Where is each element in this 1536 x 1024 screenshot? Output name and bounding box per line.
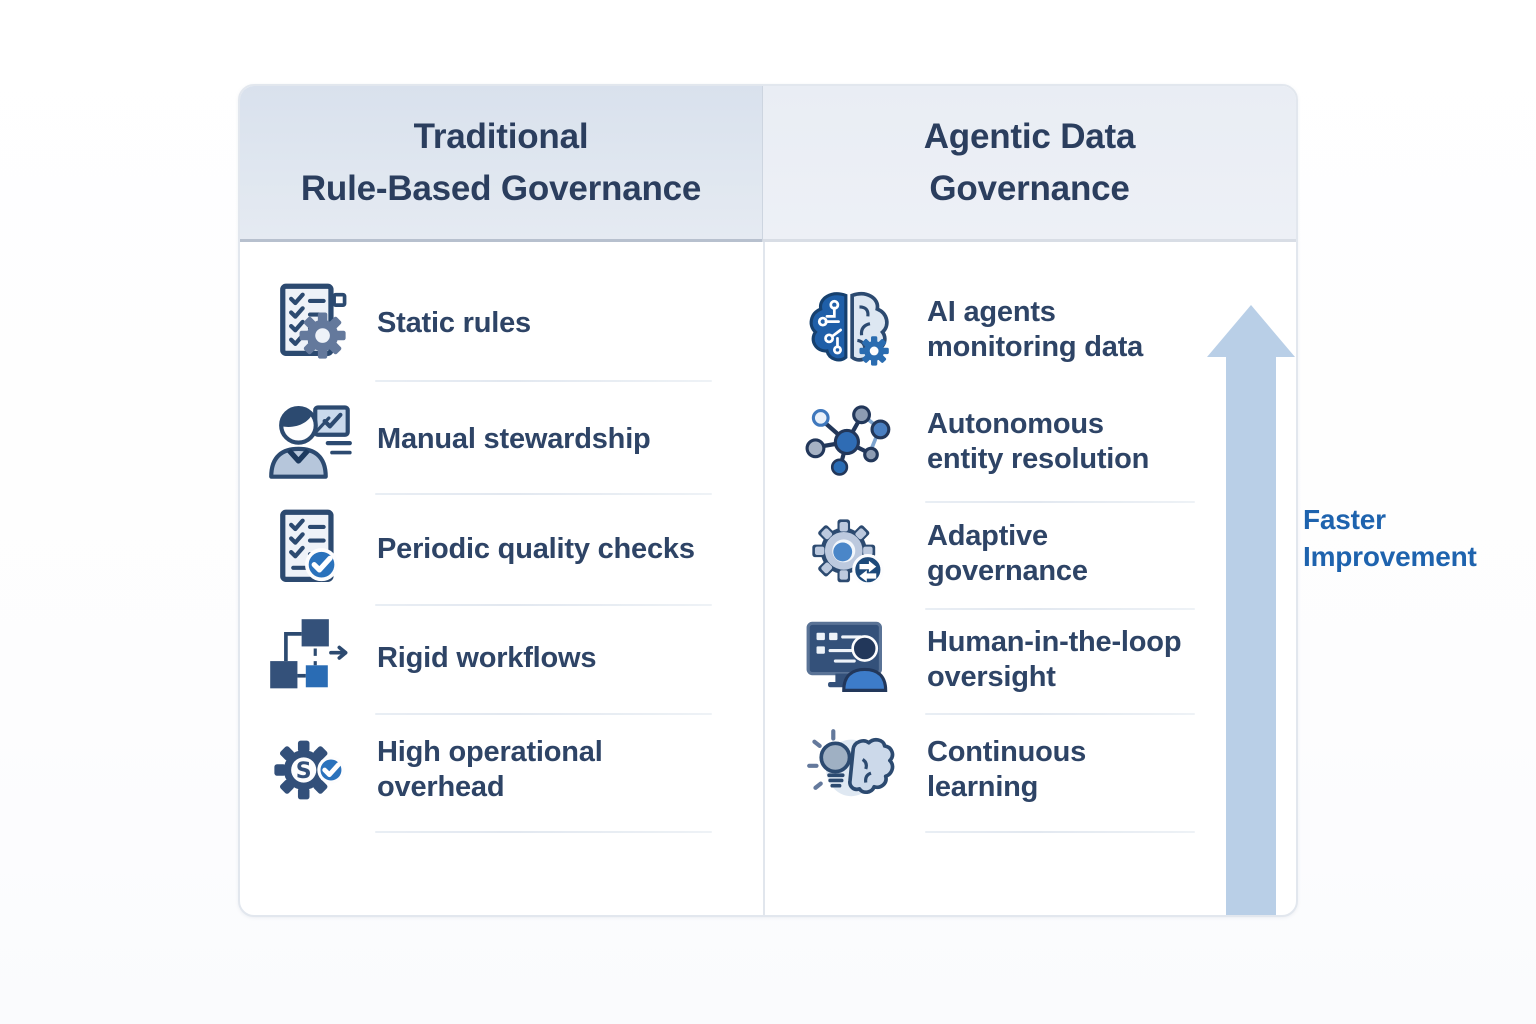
agentic-title: Agentic Data Governance: [923, 117, 1136, 208]
feature-item-ai-agents-monitoring: AI agents monitoring data: [801, 286, 1143, 374]
feature-item-autonomous-entity-resolution: Autonomous entity resolution: [801, 398, 1149, 486]
feature-item-high-operational-overhead: S High operational overhead: [266, 726, 603, 814]
item-label: Rigid workflows: [377, 642, 597, 675]
row-divider: [925, 608, 1195, 610]
comparison-card: Traditional Rule-Based Governance Agenti…: [238, 84, 1298, 917]
row-divider: [375, 380, 712, 382]
item-label: High operational overhead: [377, 735, 603, 803]
row-divider: [925, 713, 1195, 715]
feature-item-periodic-quality-checks: Periodic quality checks: [266, 506, 695, 594]
column-header-traditional: Traditional Rule-Based Governance: [240, 86, 763, 242]
row-divider: [375, 713, 712, 715]
checklist-check-icon: [266, 506, 354, 594]
column-header-agentic: Agentic Data Governance: [762, 86, 1296, 242]
feature-item-human-in-the-loop: Human-in-the-loop oversight: [801, 616, 1182, 704]
header-row: Traditional Rule-Based Governance Agenti…: [240, 86, 1296, 242]
adaptive-gear-icon: [801, 510, 897, 598]
svg-text:S: S: [296, 759, 312, 784]
item-label: Periodic quality checks: [377, 533, 695, 566]
workflow-icon: [266, 615, 354, 703]
item-label: Human-in-the-loop oversight: [927, 625, 1182, 693]
feature-item-rigid-workflows: Rigid workflows: [266, 615, 597, 703]
column-divider: [763, 242, 765, 915]
gear-cost-check-icon: S: [266, 726, 354, 814]
person-tablet-icon: [266, 396, 354, 484]
item-label: AI agents monitoring data: [927, 295, 1144, 363]
item-label: Continuous learning: [927, 735, 1087, 803]
feature-item-manual-stewardship: Manual stewardship: [266, 396, 651, 484]
item-label: Manual stewardship: [377, 423, 651, 456]
feature-item-static-rules: Static rules: [266, 280, 531, 368]
traditional-title: Traditional Rule-Based Governance: [300, 117, 702, 208]
feature-item-adaptive-governance: Adaptive governance: [801, 510, 1088, 598]
row-divider: [375, 493, 712, 495]
item-label: Static rules: [377, 307, 531, 340]
faster-improvement-label: Faster Improvement: [1303, 504, 1477, 572]
bulb-brain-icon: [801, 726, 897, 814]
improvement-arrow-icon: [1207, 305, 1295, 915]
row-divider: [925, 831, 1195, 833]
row-divider: [375, 831, 712, 833]
ai-brain-gear-icon: [801, 286, 897, 374]
row-divider: [375, 604, 712, 606]
row-divider: [925, 501, 1195, 503]
item-label: Autonomous entity resolution: [927, 407, 1150, 475]
monitor-person-icon: [801, 616, 897, 704]
checklist-gear-icon: [266, 280, 354, 368]
item-label: Adaptive governance: [927, 519, 1088, 587]
feature-item-continuous-learning: Continuous learning: [801, 726, 1086, 814]
network-nodes-icon: [801, 398, 897, 486]
